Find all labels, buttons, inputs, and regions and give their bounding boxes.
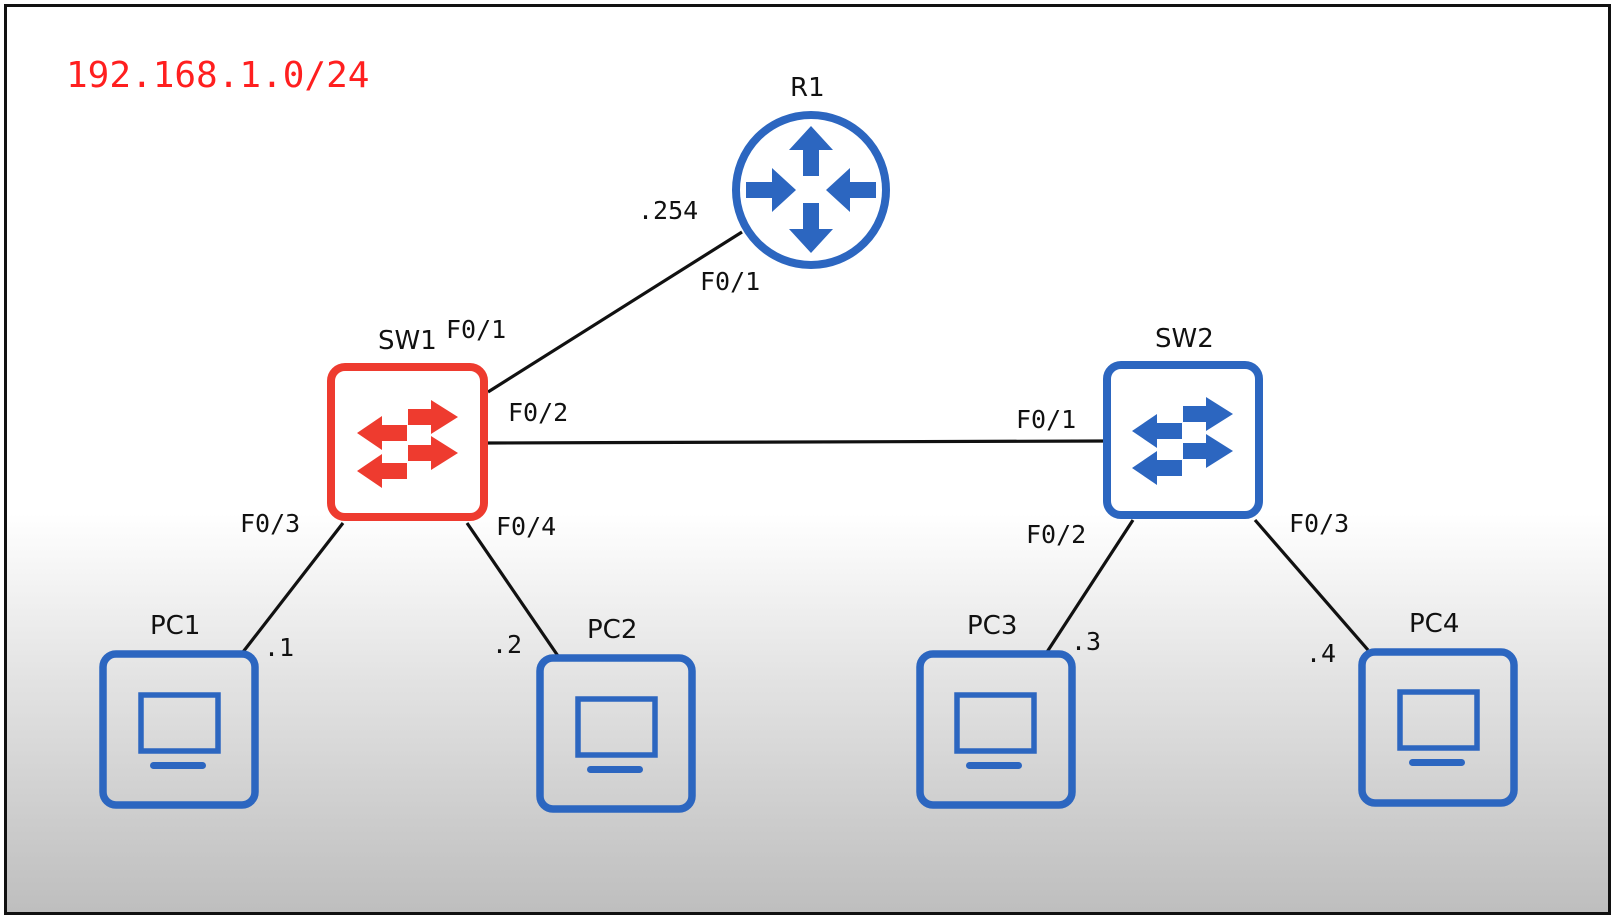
switch-sw1[interactable]: SW1 [327,326,488,521]
port-label-r1-f0-1: F0/1 [700,267,760,296]
pc-pc3[interactable]: PC3 [916,611,1076,809]
pc-pc1[interactable]: PC1 [99,611,259,809]
pc-icon [1397,689,1480,766]
router-r1[interactable]: R1 [732,73,890,269]
pc-icon [575,696,658,773]
port-label-sw1-f0-4: F0/4 [496,512,556,541]
ip-label-pc4: .4 [1306,639,1336,668]
port-label-sw1-f0-1: F0/1 [446,315,506,344]
link-sw1-pc1 [241,522,345,653]
link-sw2-pc3 [1045,519,1135,653]
port-label-sw1-f0-2: F0/2 [508,398,568,427]
pc-pc4[interactable]: PC4 [1358,609,1518,807]
link-sw1-sw2 [487,439,1106,445]
ip-label-pc1: .1 [264,633,294,662]
link-sw2-pc4 [1253,518,1370,652]
device-label-pc4: PC4 [1409,609,1459,639]
ip-label-pc2: .2 [492,630,522,659]
device-label-pc1: PC1 [150,611,200,641]
device-label-sw2: SW2 [1155,324,1214,354]
port-label-sw2-f0-3: F0/3 [1289,509,1349,538]
link-sw1-pc2 [465,522,560,657]
ip-label-pc3: .3 [1071,627,1101,656]
device-label-r1: R1 [790,73,825,103]
switch-sw2[interactable]: SW2 [1103,324,1263,519]
port-label-sw2-f0-1: F0/1 [1016,405,1076,434]
subnet-label: 192.168.1.0/24 [66,55,369,96]
port-label-sw2-f0-2: F0/2 [1026,520,1086,549]
device-label-pc2: PC2 [587,615,637,645]
pc-icon [954,692,1037,769]
link-sw1-r1 [487,230,743,394]
ip-label-r1: .254 [638,196,698,225]
device-label-pc3: PC3 [967,611,1017,641]
router-icon [732,111,890,269]
switch-icon [357,400,458,488]
device-label-sw1: SW1 [378,326,437,356]
pc-icon [138,692,221,769]
switch-icon [1132,397,1233,485]
port-label-sw1-f0-3: F0/3 [240,509,300,538]
pc-pc2[interactable]: PC2 [536,615,696,813]
